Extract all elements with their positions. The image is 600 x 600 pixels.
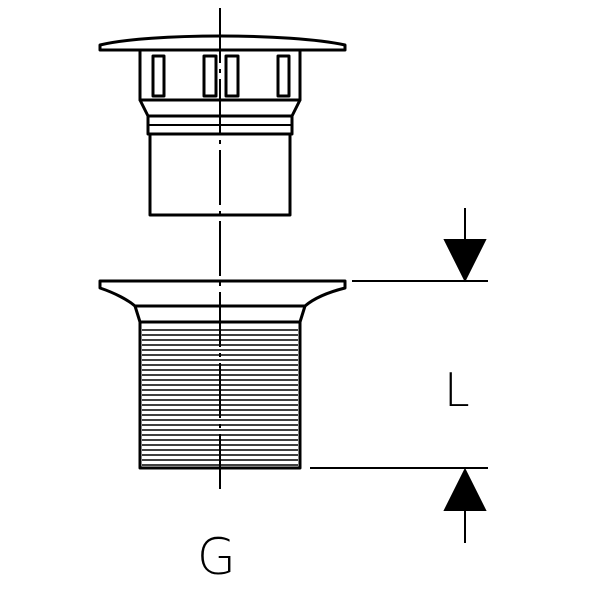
arrow-down-icon (443, 239, 487, 283)
plug-sleeve (148, 134, 292, 217)
cap-dome (98, 34, 347, 52)
length-label: L (444, 363, 470, 417)
waste-body-assembly (98, 279, 347, 470)
cage-slot-center-left (202, 54, 218, 98)
arrow-up-icon (443, 467, 487, 511)
plug-cap-assembly (98, 34, 347, 217)
cage-slot-left (151, 54, 166, 98)
waste-flange (98, 279, 347, 308)
thread-label: G (197, 528, 236, 586)
cage-slot-right (276, 54, 291, 98)
dimension-length (310, 208, 488, 543)
cage-slot-center-right (224, 54, 240, 98)
